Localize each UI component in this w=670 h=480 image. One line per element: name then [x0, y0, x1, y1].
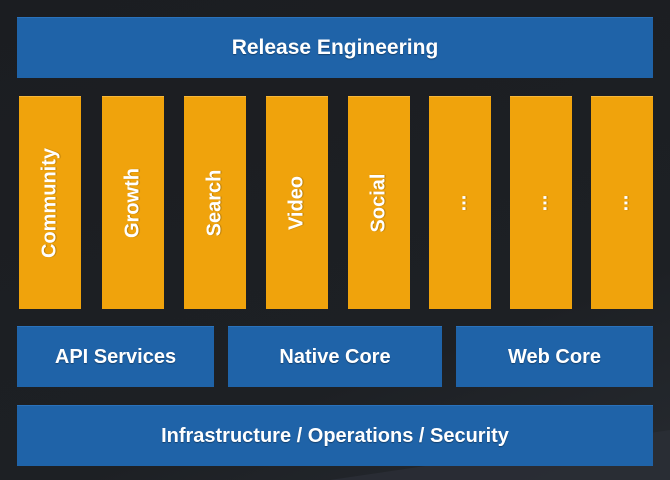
release-engineering-label: Release Engineering — [231, 36, 439, 59]
column-ellipsis-2: ... — [510, 96, 572, 309]
column-label-search: Search — [203, 169, 226, 237]
column-label-video: Video — [285, 175, 308, 231]
column-community: Community — [19, 96, 81, 309]
web-core-box: Web Core — [456, 326, 653, 387]
native-core-label: Native Core — [279, 345, 391, 368]
api-services-label: API Services — [54, 345, 177, 368]
column-search: Search — [184, 96, 246, 309]
column-label-social: Social — [367, 173, 390, 233]
column-label-ellipsis-3: ... — [610, 194, 633, 212]
native-core-box: Native Core — [228, 326, 442, 387]
column-social: Social — [348, 96, 410, 309]
infrastructure-bar: Infrastructure / Operations / Security — [17, 405, 653, 466]
api-services-box: API Services — [17, 326, 214, 387]
infrastructure-label: Infrastructure / Operations / Security — [161, 424, 509, 447]
web-core-label: Web Core — [508, 345, 601, 368]
column-label-ellipsis-2: ... — [529, 194, 552, 212]
column-ellipsis-1: ... — [429, 96, 491, 309]
column-label-growth: Growth — [121, 168, 144, 238]
column-label-ellipsis-1: ... — [448, 194, 471, 212]
column-label-community: Community — [38, 148, 61, 258]
column-growth: Growth — [102, 96, 164, 309]
release-engineering-bar: Release Engineering — [17, 17, 653, 78]
column-ellipsis-3: ... — [591, 96, 653, 309]
column-video: Video — [266, 96, 328, 309]
